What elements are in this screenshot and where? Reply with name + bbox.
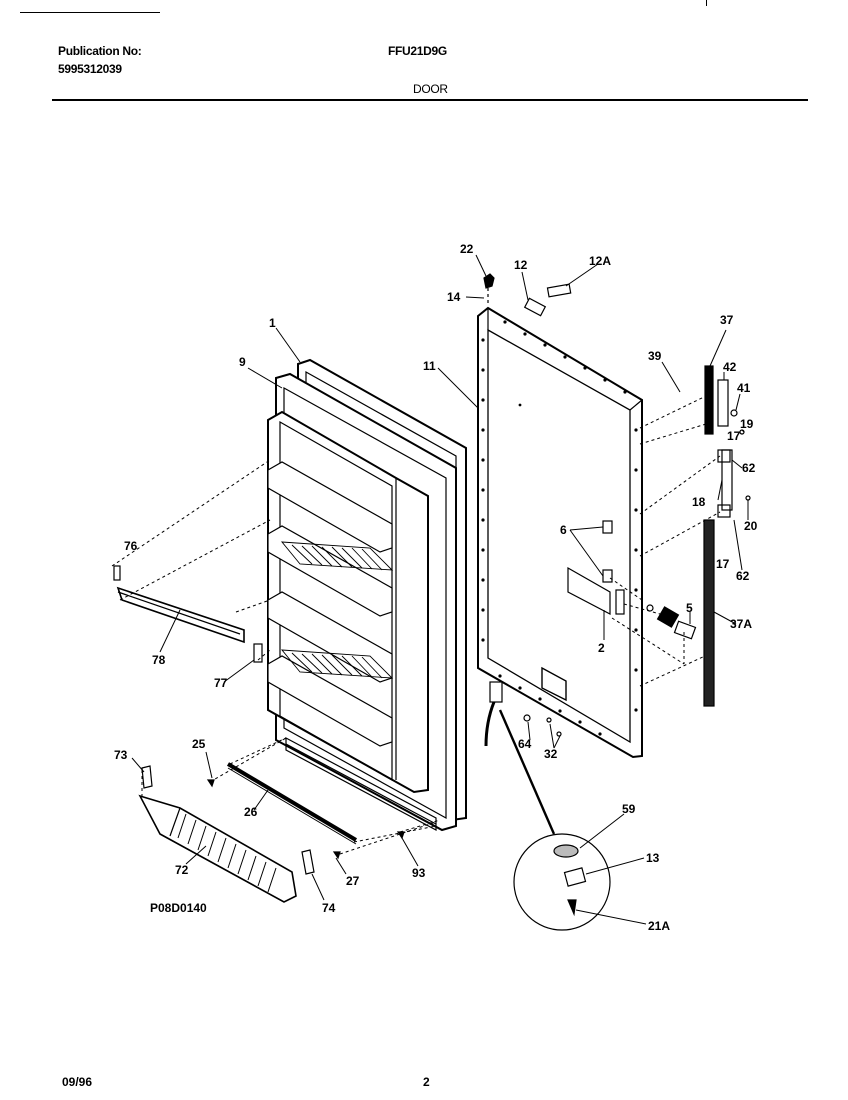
callout-62-top: 62 (742, 461, 756, 475)
callout-27: 27 (346, 874, 360, 888)
door-liner (267, 358, 467, 832)
callout-26: 26 (244, 805, 258, 819)
kick-grille (138, 794, 297, 903)
publication-number: 5995312039 (58, 62, 122, 76)
callout-12a: 12A (589, 254, 611, 268)
footer-date: 09/96 (62, 1075, 93, 1089)
callout-32: 32 (544, 747, 558, 761)
callout-17-bottom: 17 (716, 557, 730, 571)
header-rule (52, 99, 808, 101)
section-title: DOOR (413, 82, 448, 96)
model-number: FFU21D9G (388, 44, 447, 58)
callout-41: 41 (737, 381, 751, 395)
callout-20: 20 (744, 519, 758, 533)
callout-19: 19 (740, 417, 754, 431)
callout-37: 37 (720, 313, 734, 327)
footer-page-number: 2 (423, 1075, 430, 1089)
top-tick-mark (706, 0, 707, 6)
callout-21a: 21A (648, 919, 670, 933)
callout-37a: 37A (730, 617, 752, 631)
callout-22: 22 (460, 242, 474, 256)
callout-6: 6 (560, 523, 567, 537)
callout-72: 72 (175, 863, 189, 877)
callout-17-top: 17 (727, 429, 741, 443)
callout-14: 14 (447, 290, 461, 304)
top-rule-short (20, 12, 160, 13)
drawing-code: P08D0140 (150, 901, 207, 915)
bottom-hinge-detail (484, 681, 611, 931)
callout-25: 25 (192, 737, 206, 751)
callout-12: 12 (514, 258, 528, 272)
callout-5: 5 (686, 601, 693, 615)
callout-64: 64 (518, 737, 532, 751)
publication-label: Publication No: (58, 44, 142, 58)
callout-labels: 22 12 12A 14 1 37 9 11 39 42 41 19 17 62… (114, 242, 758, 933)
construction-lines (111, 395, 721, 855)
callout-62-bottom: 62 (736, 569, 750, 583)
callout-9: 9 (239, 355, 246, 369)
callout-74: 74 (322, 901, 336, 915)
handle-assembly (646, 365, 751, 707)
callout-13: 13 (646, 851, 660, 865)
callout-76: 76 (124, 539, 138, 553)
callout-18: 18 (692, 495, 706, 509)
callout-11: 11 (423, 359, 436, 373)
callout-77: 77 (214, 676, 228, 690)
callout-59: 59 (622, 802, 636, 816)
callout-73: 73 (114, 748, 128, 762)
hinge-top (483, 273, 572, 317)
outer-door-panel (477, 306, 643, 759)
callout-2: 2 (598, 641, 605, 655)
callout-42: 42 (723, 360, 737, 374)
callout-78: 78 (152, 653, 166, 667)
callout-1: 1 (269, 316, 276, 330)
leader-lines (131, 254, 749, 925)
callout-39: 39 (648, 349, 662, 363)
callout-93: 93 (412, 866, 426, 880)
